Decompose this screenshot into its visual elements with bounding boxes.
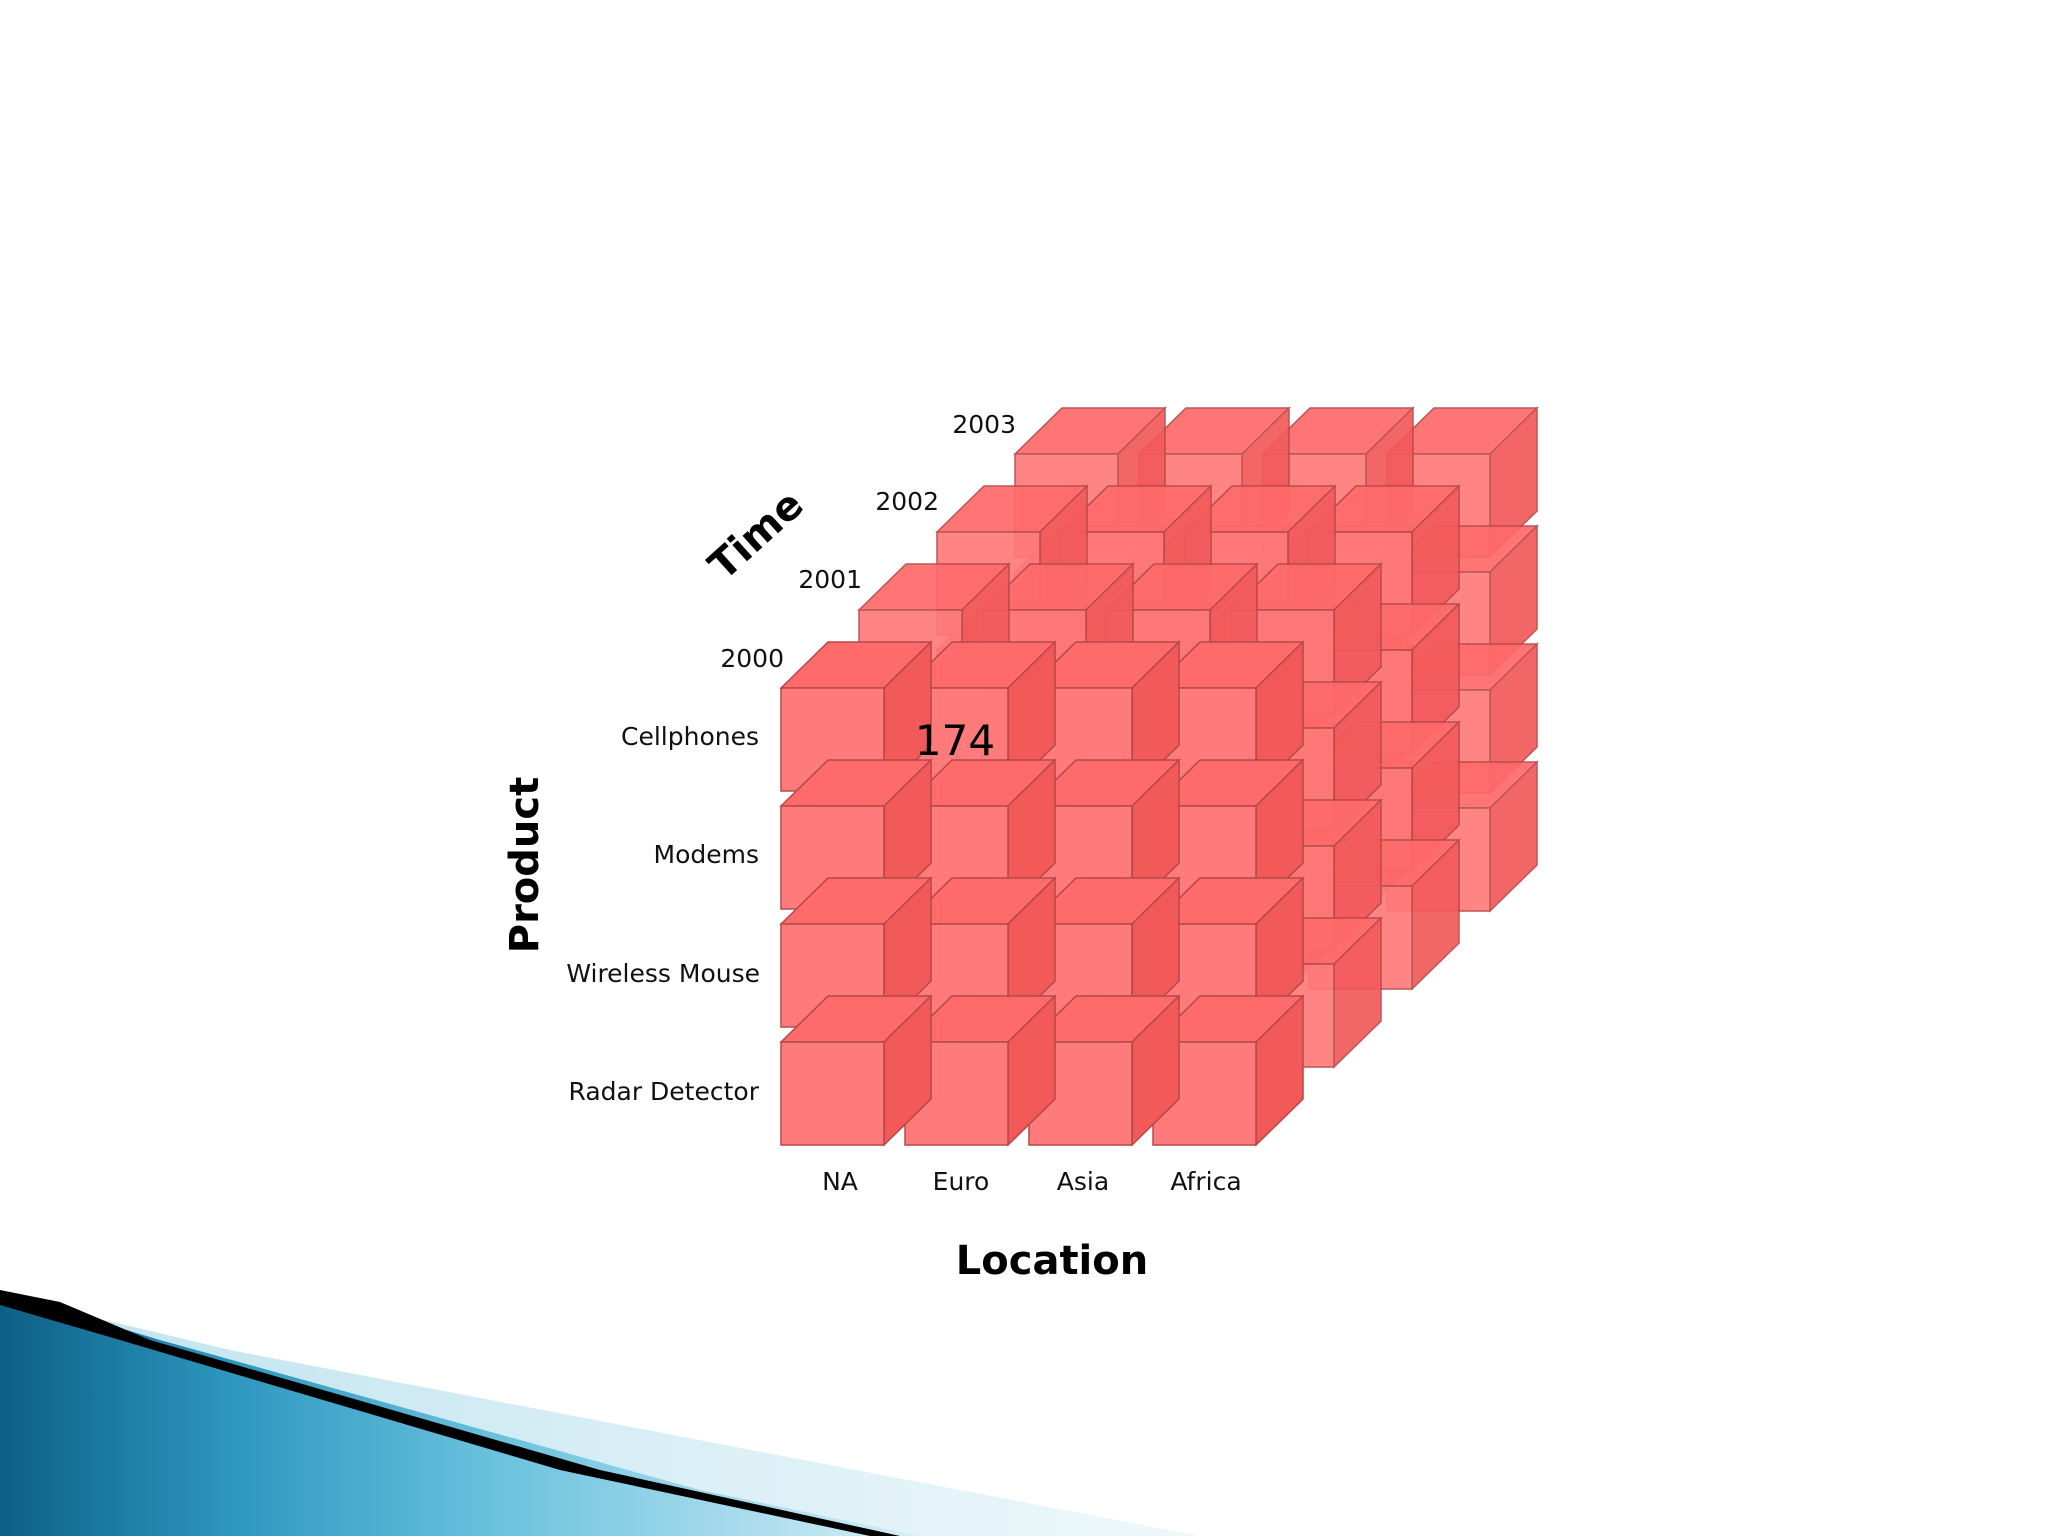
location-label-africa: Africa — [1170, 1167, 1241, 1196]
cube-cell — [1151, 994, 1305, 1147]
product-label-radar-detector: Radar Detector — [569, 1077, 760, 1106]
time-label-2002: 2002 — [875, 487, 939, 516]
location-label-euro: Euro — [933, 1167, 990, 1196]
location-label-na: NA — [822, 1167, 858, 1196]
time-label-2001: 2001 — [798, 565, 862, 594]
product-axis-title: Product — [502, 777, 548, 953]
cube-cell — [779, 640, 933, 793]
location-label-asia: Asia — [1057, 1167, 1109, 1196]
cube-front-face — [780, 1041, 885, 1146]
product-label-wireless-mouse: Wireless Mouse — [566, 959, 760, 988]
product-label-modems: Modems — [654, 840, 760, 869]
highlighted-cell-value: 174 — [915, 716, 995, 765]
cube-cell — [779, 994, 933, 1147]
product-label-cellphones: Cellphones — [621, 722, 759, 751]
cube-cell — [779, 758, 933, 911]
cube-grid — [779, 406, 1539, 1147]
time-axis-title: Time — [700, 482, 812, 590]
time-label-2003: 2003 — [952, 410, 1016, 439]
swoosh-blue-band — [0, 1292, 920, 1536]
decorative-swoosh — [0, 1290, 1200, 1536]
location-axis-title: Location — [956, 1238, 1148, 1284]
time-label-2000: 2000 — [720, 644, 784, 673]
